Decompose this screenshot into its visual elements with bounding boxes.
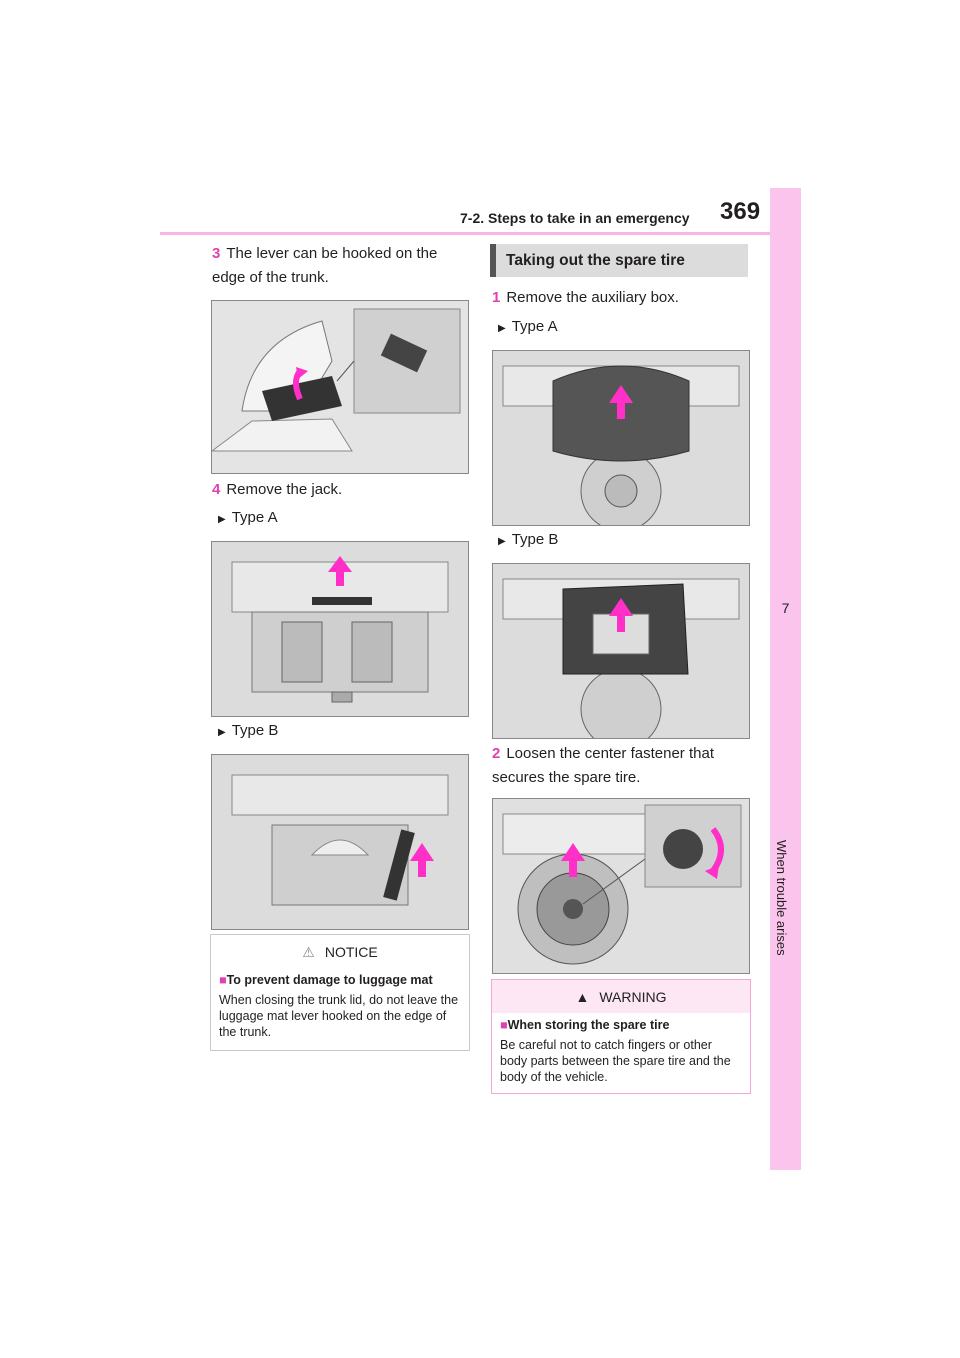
step-text: Loosen the center fastener that secures … [492,745,714,786]
figure-jack-type-b [211,754,469,930]
step-4: 4 Remove the jack. [212,478,342,502]
triangle-right-icon: ▶ [218,514,226,525]
notice-subtitle: ■To prevent damage to luggage mat [219,973,433,987]
section-title: 7-2. Steps to take in an emergency [460,210,690,226]
figure-trunk-lever [211,300,469,474]
step-text: Remove the jack. [226,481,343,498]
type-b-label-right: ▶Type B [498,531,559,548]
notice-box: ⚠NOTICE ■To prevent damage to luggage ma… [210,934,470,1051]
warning-box: ▲WARNING ■When storing the spare tire Be… [491,979,751,1094]
chapter-tab [770,188,801,1170]
page-number: 369 [720,198,761,225]
warning-text: Be careful not to catch fingers or other… [500,1038,731,1084]
triangle-right-icon: ▶ [498,323,506,334]
step-number: 4 [212,481,221,498]
step-text: The lever can be hooked on the edge of t… [212,245,438,286]
warning-header: ▲WARNING [492,980,750,1013]
triangle-right-icon: ▶ [498,536,506,547]
figure-jack-type-a [211,541,469,717]
figure-spare-tire-fastener [492,798,750,974]
notice-header: ⚠NOTICE [302,944,378,960]
notice-text: When closing the trunk lid, do not leave… [219,993,459,1039]
type-b-label: ▶Type B [218,722,279,739]
step-number: 1 [492,289,501,306]
step-number: 3 [212,245,221,262]
figure-aux-box-type-a [492,350,750,526]
chapter-title: When trouble arises [774,840,789,956]
section-heading: Taking out the spare tire [490,244,748,277]
caution-triangle-filled-icon: ▲ [575,989,590,1005]
type-a-label-right: ▶Type A [498,318,558,335]
step-number: 2 [492,745,501,762]
square-bullet-icon: ■ [500,1018,508,1032]
figure-aux-box-type-b [492,563,750,739]
header-rule [160,232,770,235]
chapter-number: 7 [781,600,790,616]
step-1: 1 Remove the auxiliary box. [492,286,679,310]
triangle-right-icon: ▶ [218,727,226,738]
type-a-label: ▶Type A [218,509,278,526]
warning-subtitle: ■When storing the spare tire [500,1018,670,1032]
square-bullet-icon: ■ [219,973,227,987]
step-text: Remove the auxiliary box. [506,289,679,306]
caution-triangle-outline-icon: ⚠ [302,944,315,960]
